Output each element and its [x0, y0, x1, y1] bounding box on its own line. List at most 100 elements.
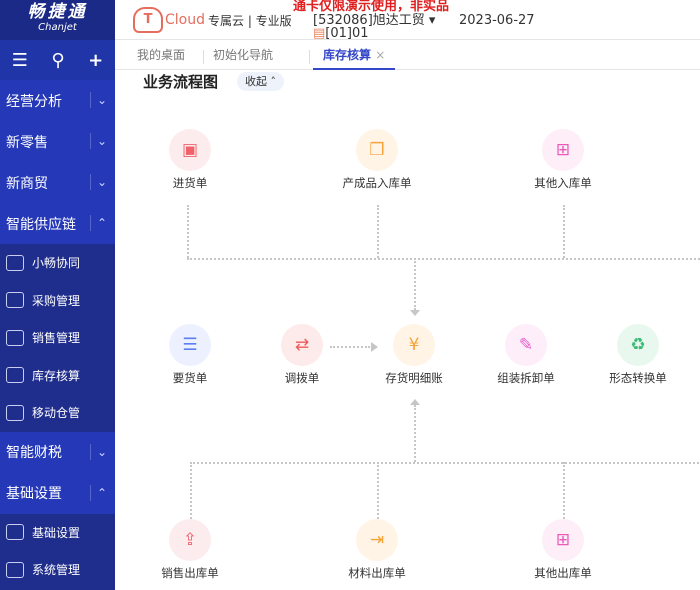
sidebar-item[interactable]: 采购管理	[0, 281, 115, 319]
logo: 畅捷通 Chanjet	[0, 0, 115, 40]
chevron-icon[interactable]: ⌄	[89, 133, 107, 149]
search-icon[interactable]: ⚲	[51, 49, 65, 71]
document-icon: ⇄	[281, 324, 323, 366]
ledger-icon: ▤	[313, 26, 326, 41]
flow-node[interactable]: ⊞其他出库单	[513, 519, 613, 580]
tab-my-desktop[interactable]: 我的桌面	[137, 48, 186, 62]
sidebar-item-label: 采购管理	[32, 293, 81, 308]
flow-node-label: 其他入库单	[534, 176, 592, 190]
sidebar-item[interactable]: 小畅协同	[0, 244, 115, 282]
flow-node-label: 产成品入库单	[342, 176, 412, 190]
flow-connector	[187, 258, 700, 260]
flow-connector	[377, 205, 379, 258]
flow-node[interactable]: ⇄ 调拨单	[252, 324, 352, 385]
date: 2023-06-27	[459, 13, 535, 28]
page-title: 业务流程图	[143, 73, 219, 91]
chevron-icon[interactable]: ⌄	[89, 92, 107, 108]
tab-bar: 我的桌面 初始化导航 库存核算 ×	[115, 40, 700, 70]
flow-node-label: 存货明细账	[385, 371, 443, 385]
sidebar-section[interactable]: 智能财税 ⌄	[0, 431, 115, 473]
flow-node[interactable]: ⇪ 销售出库单	[140, 519, 240, 580]
document-icon: ⊞	[542, 129, 584, 171]
document-icon: ✎	[505, 324, 547, 366]
sidebar-item[interactable]: 基础设置	[0, 513, 115, 551]
flow-connector	[190, 462, 192, 522]
sidebar-item-label: 销售管理	[32, 331, 81, 346]
tab-divider	[203, 50, 204, 64]
section-label: 智能财税	[6, 445, 62, 461]
logo-en: Chanjet	[38, 22, 77, 33]
sidebar-section[interactable]: 基础设置 ⌃	[0, 472, 115, 514]
flowchart-panel: 业务流程图 收起 ˄ ▣进货单 ❒ 产成品入库单 ⊞ 其他入库单 ☰ 要货单 ⇄ 调拨单 ¥ 存货明…	[115, 70, 700, 590]
flow-node[interactable]: ¥ 存货明细账	[364, 324, 464, 385]
sidebar-item-label: 库存核算	[32, 368, 81, 383]
document-icon: ☰	[169, 324, 211, 366]
collapse-button[interactable]: 收起 ˄	[237, 72, 284, 91]
tab-inventory-accounting[interactable]: 库存核算 ×	[313, 48, 396, 70]
flow-connector	[414, 405, 416, 462]
add-icon[interactable]: +	[88, 49, 104, 71]
menu-item-icon	[6, 404, 24, 421]
document-icon: ⇪	[169, 519, 211, 561]
flow-node-label: 要货单	[172, 371, 208, 385]
tab-divider	[309, 50, 310, 64]
document-icon: ⇥	[356, 519, 398, 561]
section-label: 智能供应链	[6, 216, 76, 233]
tab-init-guide[interactable]: 初始化导航	[213, 48, 274, 62]
account-set: ▤[01]01	[313, 27, 369, 40]
sidebar-item-label: 移动仓管	[32, 406, 81, 421]
sidebar-section[interactable]: 经营分析 ⌄	[0, 80, 115, 121]
sidebar-item-label: 小畅协同	[32, 256, 81, 271]
section-label: 经营分析	[6, 93, 62, 110]
sidebar-item-label: 基础设置	[32, 525, 81, 540]
brand: T Cloud 专属云 | 专业版	[133, 7, 292, 33]
flow-node[interactable]: ❒ 产成品入库单	[327, 129, 427, 190]
account-label: [01]01	[325, 26, 369, 41]
flow-node[interactable]: ⇥ 材料出库单	[327, 519, 427, 580]
flow-node-label: 组装拆卸单	[497, 371, 555, 385]
brand-name: Cloud	[165, 12, 205, 28]
sidebar-item[interactable]: 库存核算	[0, 356, 115, 394]
arrow-right-icon	[371, 342, 378, 352]
demo-warning: 通卡仅限演示使用，非实品	[293, 0, 450, 14]
menu-item-icon	[6, 329, 24, 346]
sidebar-section[interactable]: 新商贸⌄	[0, 162, 115, 203]
menu-item-icon	[6, 561, 24, 578]
arrow-down-icon	[410, 310, 420, 316]
menu-icon[interactable]: ☰	[11, 49, 28, 71]
flow-connector	[563, 205, 565, 258]
chevron-icon[interactable]: ⌄	[89, 174, 107, 190]
company-selector[interactable]: [532086]旭达工贸 ▾	[313, 13, 436, 28]
sidebar-section[interactable]: 智能供应链 ⌃	[0, 203, 115, 244]
close-icon[interactable]: ×	[375, 48, 386, 62]
flow-node[interactable]: ☰ 要货单	[140, 324, 240, 385]
flow-connector	[330, 346, 370, 348]
sidebar-item[interactable]: 销售管理	[0, 319, 115, 357]
chevron-icon[interactable]: ⌃	[89, 484, 107, 501]
flow-node[interactable]: ✎ 组装拆卸单	[476, 324, 576, 385]
document-icon: ¥	[393, 324, 435, 366]
section-label: 基础设置	[6, 486, 62, 502]
flow-node[interactable]: ▣进货单	[140, 129, 240, 190]
sidebar-section[interactable]: 新零售⌄	[0, 121, 115, 162]
flow-node[interactable]: ♻形态转换单	[588, 324, 688, 385]
flow-node-label: 材料出库单	[348, 566, 406, 580]
sidebar: 畅捷通 Chanjet ☰ ⚲ + 经营分析⌄新零售⌄新商贸⌄智能供应链⌃小畅协…	[0, 0, 115, 590]
tab-label: 库存核算	[323, 48, 372, 62]
flow-node-label: 调拨单	[284, 371, 320, 385]
document-icon: ❒	[356, 129, 398, 171]
logo-cn: 畅捷通	[27, 2, 88, 22]
sidebar-item[interactable]: 系统管理	[0, 551, 115, 589]
header: T Cloud 专属云 | 专业版 通卡仅限演示使用，非实品 [532086]旭…	[115, 0, 700, 40]
flow-node-label: 销售出库单	[161, 566, 219, 580]
chevron-icon[interactable]: ⌃	[89, 215, 107, 231]
flow-connector	[190, 462, 700, 464]
document-icon: ♻	[617, 324, 659, 366]
sidebar-item[interactable]: 移动仓管	[0, 394, 115, 432]
document-icon: ⊞	[542, 519, 584, 561]
flow-connector	[563, 462, 565, 522]
menu-item-icon	[6, 367, 24, 384]
chevron-icon[interactable]: ⌄	[89, 443, 107, 460]
sidebar-item-label: 系统管理	[32, 563, 81, 578]
flow-node[interactable]: ⊞ 其他入库单	[513, 129, 613, 190]
